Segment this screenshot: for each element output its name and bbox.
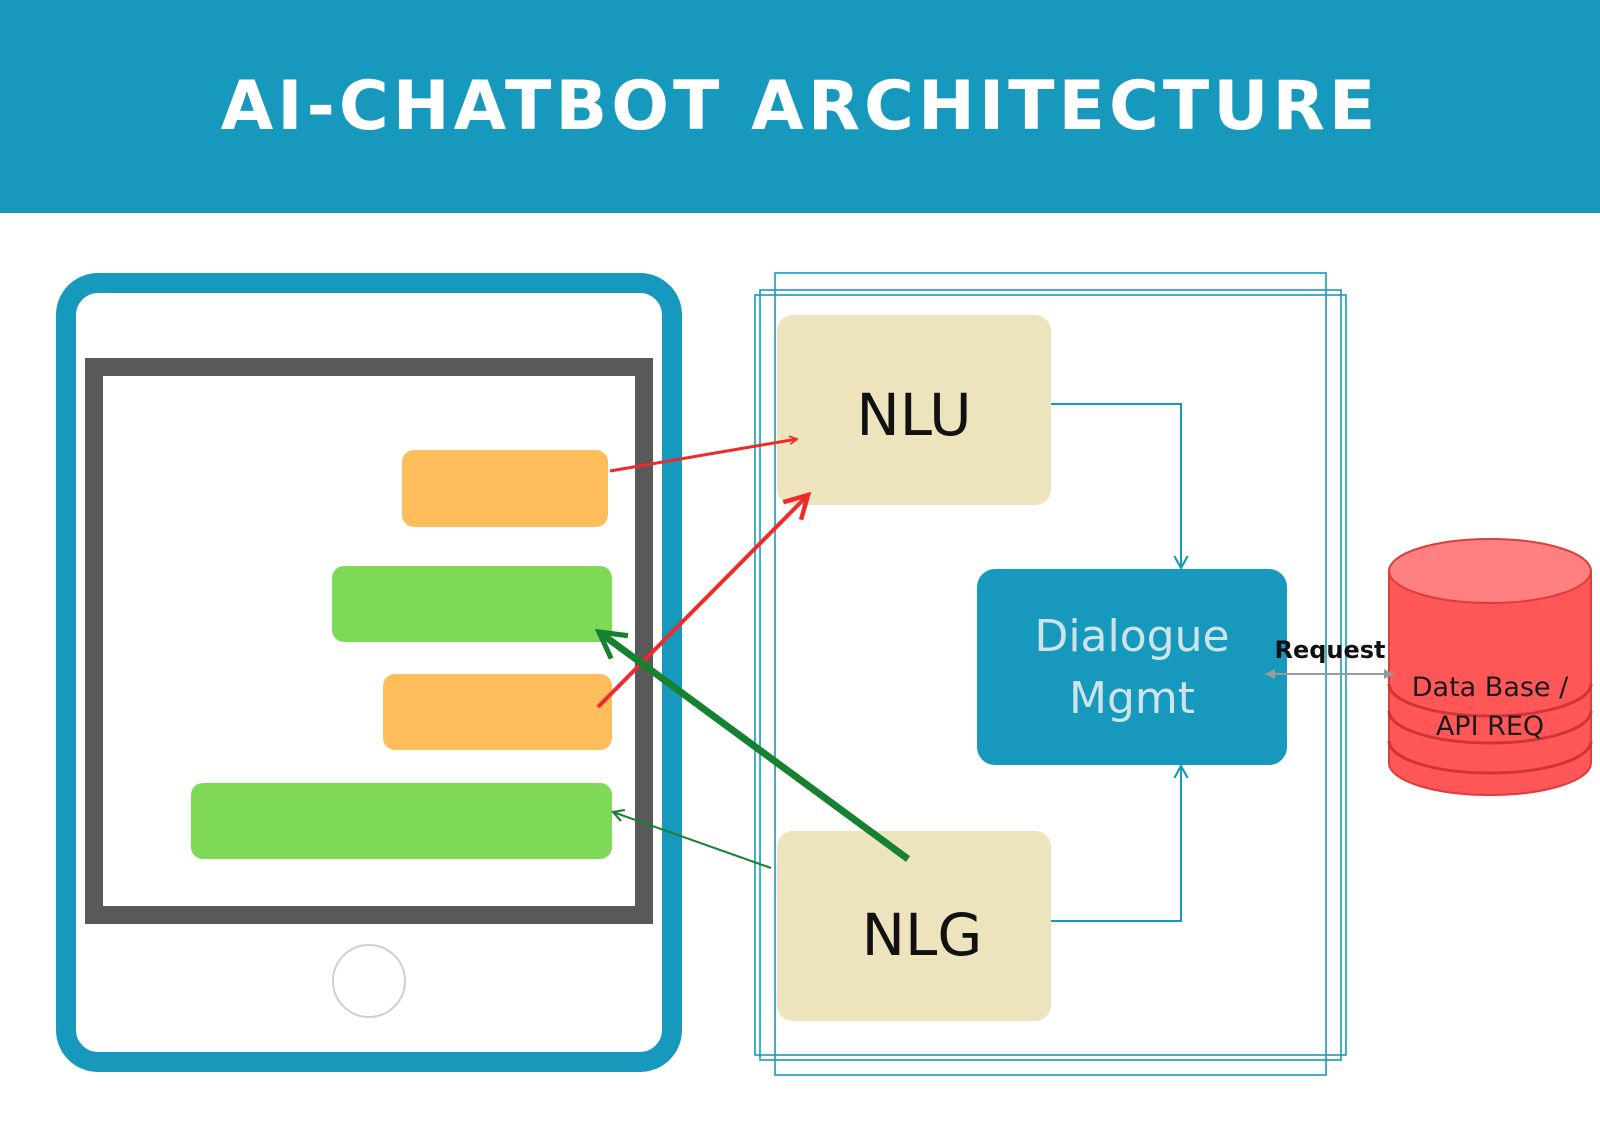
module-connectors bbox=[1051, 403, 1189, 922]
nlu-label: NLU bbox=[856, 381, 971, 449]
dialogue-mgmt-node: Dialogue Mgmt bbox=[977, 569, 1287, 765]
database-label-line1: Data Base / bbox=[1412, 672, 1569, 703]
nlg-to-bot-message-arrow bbox=[610, 808, 772, 869]
nlg-node: NLG bbox=[777, 831, 1051, 1021]
home-button bbox=[332, 944, 406, 1018]
page-title: AI-CHATBOT ARCHITECTURE bbox=[220, 67, 1380, 146]
dialogue-label-line2: Mgmt bbox=[1069, 673, 1195, 724]
user-message-bubble bbox=[383, 674, 612, 750]
nlg-label: NLG bbox=[862, 901, 983, 969]
nlu-to-dialogue-arrow bbox=[1051, 403, 1189, 571]
bot-message-bubble bbox=[191, 783, 612, 859]
database-label-line2: API REQ bbox=[1436, 711, 1544, 742]
bot-message-bubble bbox=[332, 566, 612, 642]
flow-arrows bbox=[594, 439, 911, 869]
request-edge: Request bbox=[1265, 636, 1394, 679]
dialogue-label-line1: Dialogue bbox=[1034, 611, 1229, 662]
nlg-box bbox=[777, 831, 1051, 1021]
user-message-bubble bbox=[402, 450, 608, 527]
tablet-device bbox=[56, 273, 682, 1072]
user-message-to-nlu-arrow bbox=[609, 439, 797, 473]
database-cylinder-top bbox=[1388, 538, 1592, 604]
header-banner: AI-CHATBOT ARCHITECTURE bbox=[0, 0, 1600, 213]
database-band bbox=[1387, 710, 1593, 745]
request-label: Request bbox=[1274, 636, 1385, 664]
nlg-to-dialogue-arrow bbox=[1051, 763, 1189, 922]
nlu-node: NLU bbox=[777, 315, 1051, 505]
nlg-to-bot-message-arrow bbox=[594, 628, 911, 862]
database-band bbox=[1387, 683, 1593, 718]
database-node: Data Base / API REQ bbox=[1387, 538, 1593, 796]
user-message-to-nlu-arrow bbox=[596, 491, 812, 709]
database-band bbox=[1387, 740, 1593, 775]
nlu-box bbox=[777, 315, 1051, 505]
dialogue-mgmt-box bbox=[977, 569, 1287, 765]
chat-bubbles bbox=[191, 450, 612, 859]
